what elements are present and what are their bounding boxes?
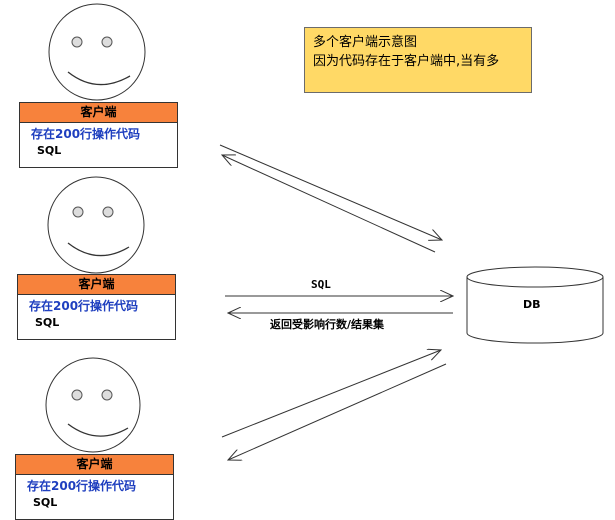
arrow-db-to-client3 xyxy=(228,363,447,460)
client-1-face-icon xyxy=(48,3,146,101)
client-sql-text: SQL xyxy=(35,316,60,329)
client-box-2: 客户端 存在200行操作代码 SQL xyxy=(17,274,176,340)
client-2-face-icon xyxy=(47,176,145,274)
client-header: 客户端 xyxy=(18,275,175,295)
client-header: 客户端 xyxy=(16,455,173,475)
db-label: DB xyxy=(523,298,541,311)
arrow-db-to-client1 xyxy=(222,155,436,253)
database-cylinder-icon xyxy=(466,266,604,344)
client-sql-text: SQL xyxy=(37,144,62,157)
client-box-1: 客户端 存在200行操作代码 SQL xyxy=(19,102,178,168)
client-sql-text: SQL xyxy=(33,496,58,509)
result-response-label: 返回受影响行数/结果集 xyxy=(270,318,385,331)
client-header: 客户端 xyxy=(20,103,177,123)
diagram-note: 多个客户端示意图 因为代码存在于客户端中,当有多 xyxy=(304,27,532,93)
client-code-text: 存在200行操作代码 xyxy=(29,299,139,313)
note-text: 因为代码存在于客户端中,当有多 xyxy=(313,54,500,69)
note-title: 多个客户端示意图 xyxy=(313,35,418,50)
sql-request-label: SQL xyxy=(311,278,331,291)
arrow-client3-to-db xyxy=(221,350,441,438)
client-code-text: 存在200行操作代码 xyxy=(27,479,137,493)
client-code-text: 存在200行操作代码 xyxy=(31,127,141,141)
arrow-client1-to-db xyxy=(219,144,442,240)
client-3-face-icon xyxy=(45,357,141,453)
client-box-3: 客户端 存在200行操作代码 SQL xyxy=(15,454,174,520)
